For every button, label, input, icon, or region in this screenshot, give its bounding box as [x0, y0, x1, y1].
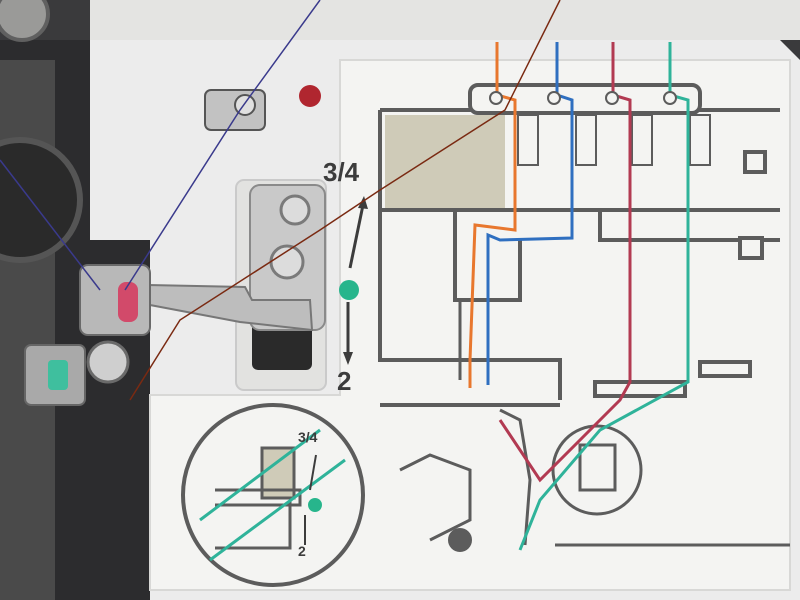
upper-thread-guide [204, 89, 266, 131]
green-dot-icon [339, 280, 359, 300]
gear-wheel [0, 137, 83, 263]
red-dot-icon [299, 85, 321, 107]
inset-label-upper: 3/4 [298, 429, 318, 445]
machine-knob [0, 0, 50, 42]
position-label-lower: 2 [337, 366, 352, 396]
guide-block [79, 264, 151, 336]
real-thread-brown [129, 0, 561, 401]
bracket-screw [86, 340, 130, 384]
inset-green-dot-icon [308, 498, 322, 512]
thread-guide-lever[interactable] [146, 283, 314, 332]
screw-1 [279, 194, 311, 226]
real-thread-blue [124, 0, 321, 291]
arrow-up-icon [348, 204, 365, 269]
threading-diagram [378, 83, 790, 552]
housing-top-strip [90, 0, 800, 40]
real-thread-blue-left [0, 159, 101, 291]
inset-arrow-up-icon [309, 454, 317, 491]
position-label-upper: 3/4 [323, 157, 360, 187]
green-marker [48, 360, 68, 390]
inset-diagram [181, 403, 365, 587]
red-thread-marker [118, 282, 138, 322]
inset-label-lower: 2 [298, 543, 306, 559]
thread-guide-rings [489, 91, 677, 105]
